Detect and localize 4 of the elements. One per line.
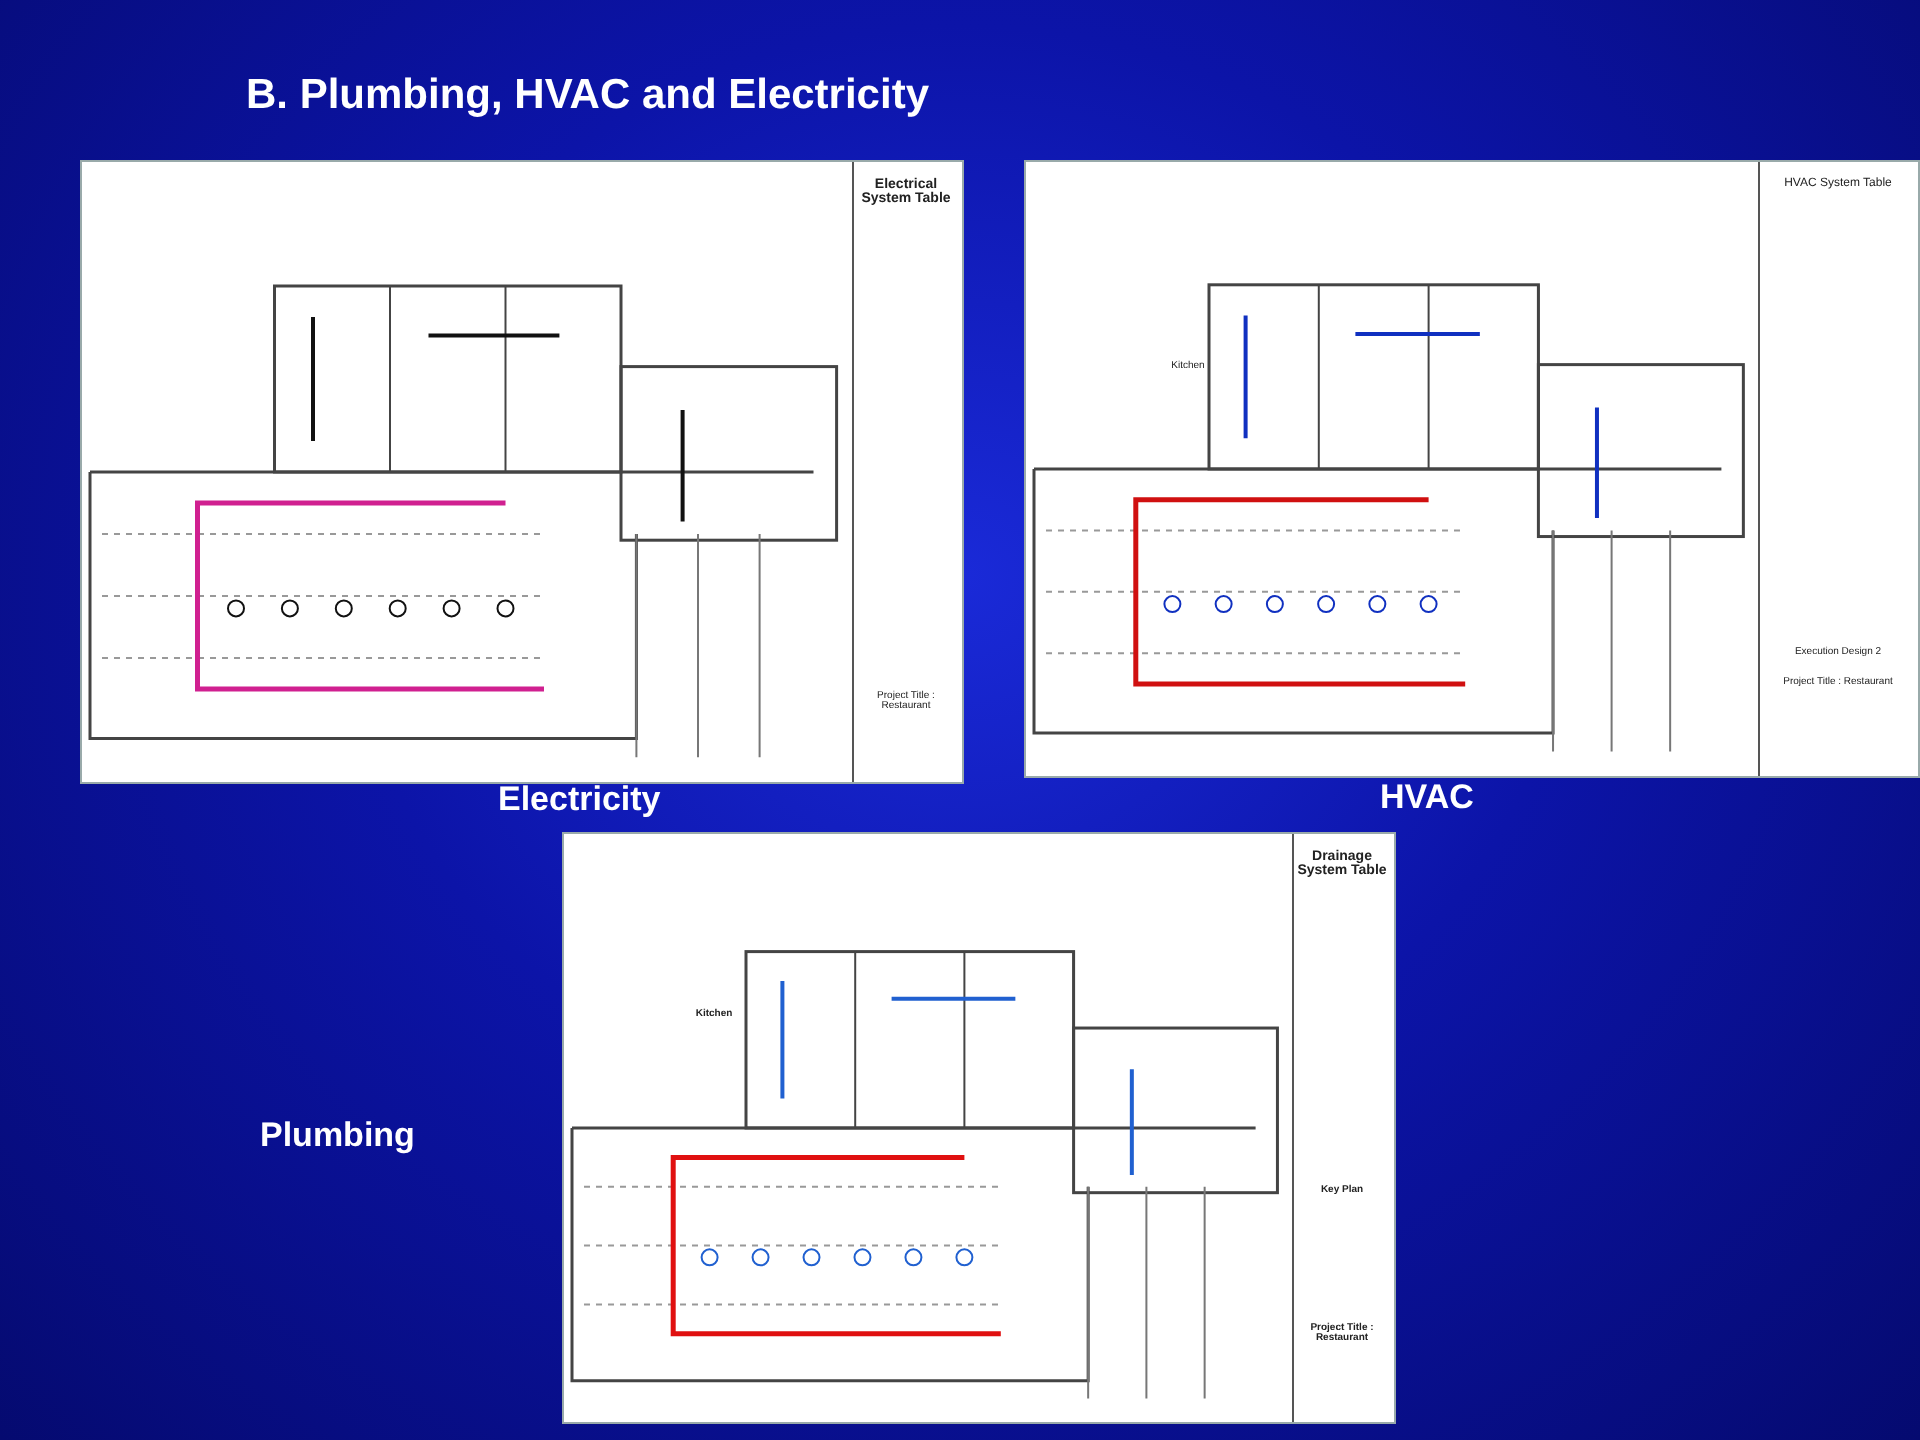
image-caption: HVAC	[1380, 778, 1474, 818]
image-caption: Electricity	[498, 780, 661, 820]
slide-title: B. Plumbing, HVAC and Electricity	[246, 72, 929, 120]
image-caption: Plumbing	[260, 1116, 415, 1156]
